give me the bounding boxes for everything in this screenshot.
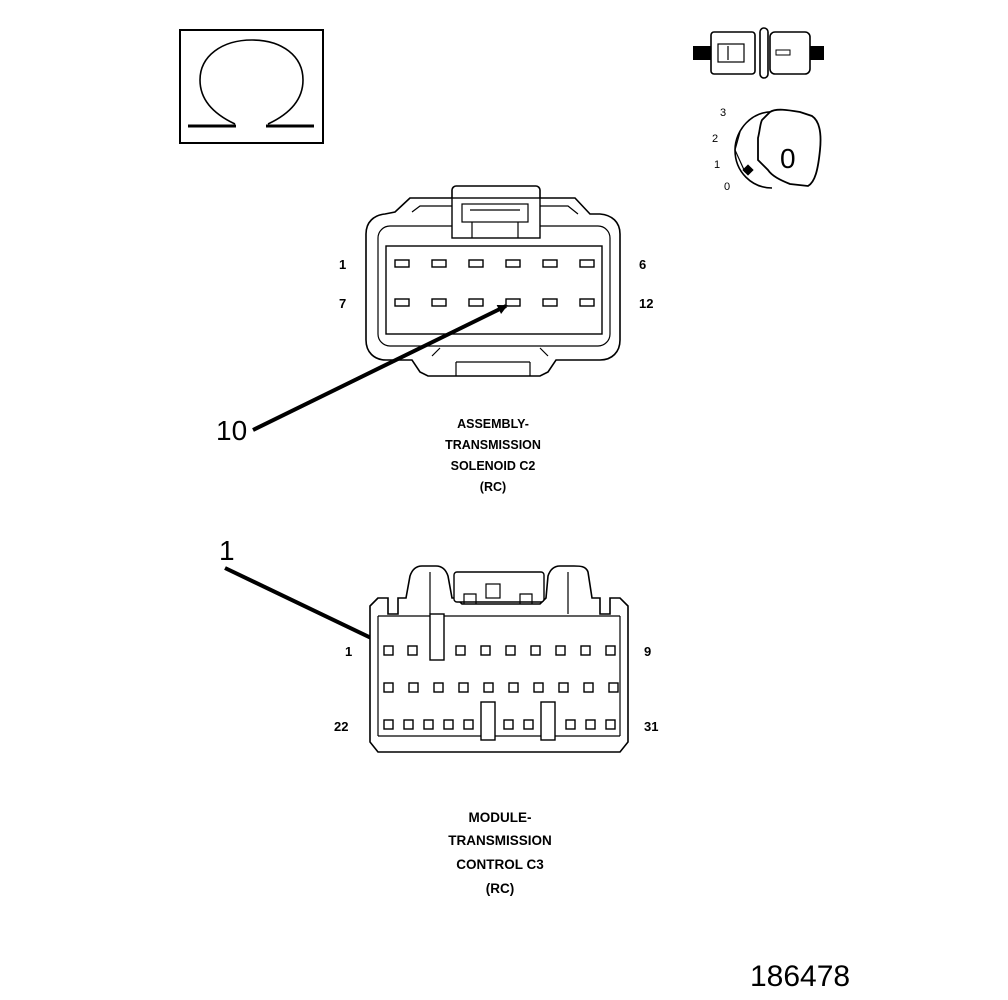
c3-caption-line-2: TRANSMISSION <box>448 833 552 848</box>
figure-id: 186478 <box>750 960 850 993</box>
c2-cavity <box>579 259 595 268</box>
c3-cavity <box>383 682 394 693</box>
c3-cavity <box>505 645 516 656</box>
callout-10-arrow <box>252 304 508 432</box>
callout-1-arrow <box>224 566 394 650</box>
c3-cavity <box>605 719 616 730</box>
c3-cavity <box>608 682 619 693</box>
c3-cavity <box>463 719 474 730</box>
c3-caption-line-3: CONTROL C3 <box>456 857 544 872</box>
c3-cavity <box>558 682 569 693</box>
c2-caption-line-2: TRANSMISSION <box>445 438 541 452</box>
c3-pin-label-22: 22 <box>334 719 348 734</box>
c2-cavity <box>542 259 558 268</box>
c3-cavity <box>455 645 466 656</box>
c2-caption-line-4: (RC) <box>480 480 506 494</box>
c3-pin-label-9: 9 <box>644 644 651 659</box>
c3-cavity <box>523 719 534 730</box>
c2-cavity-grid <box>394 259 595 307</box>
c2-cavity <box>505 298 521 307</box>
c3-caption: MODULE- TRANSMISSION CONTROL C3 (RC) <box>448 810 552 896</box>
c2-cavity <box>394 259 410 268</box>
ignition-switch-off-icon: 0 3 2 1 0 <box>712 107 822 193</box>
connector-c2: 1 6 7 12 <box>339 185 653 377</box>
c3-cavity <box>503 719 514 730</box>
c3-caption-line-1: MODULE- <box>469 810 532 825</box>
switch-position-1: 1 <box>714 159 720 171</box>
c3-cavity <box>408 682 419 693</box>
switch-position-2: 2 <box>712 133 718 145</box>
c2-cavity <box>431 298 447 307</box>
c3-pin-label-1: 1 <box>345 644 352 659</box>
c3-cavity <box>583 682 594 693</box>
c2-caption-line-1: ASSEMBLY- <box>457 417 529 431</box>
c2-cavity <box>394 298 410 307</box>
c2-cavity <box>468 298 484 307</box>
callout-1: 1 <box>219 535 235 566</box>
c3-cavity <box>483 682 494 693</box>
c3-cavity <box>480 645 491 656</box>
c2-caption-line-3: SOLENOID C2 <box>451 459 536 473</box>
c3-cavity <box>443 719 454 730</box>
c2-pin-label-6: 6 <box>639 257 646 272</box>
c3-cavity <box>433 682 444 693</box>
c3-cavity <box>407 645 418 656</box>
ohm-symbol-icon <box>179 29 324 144</box>
switch-position-0: 0 <box>724 181 730 193</box>
c3-cavity <box>458 682 469 693</box>
c2-cavity <box>542 298 558 307</box>
c2-cavity <box>431 259 447 268</box>
c2-cavity <box>468 259 484 268</box>
c3-caption-line-4: (RC) <box>486 881 515 896</box>
c2-pin-label-12: 12 <box>639 296 653 311</box>
c3-cavity <box>423 719 434 730</box>
c3-cavity <box>533 682 544 693</box>
callout-10: 10 <box>216 415 247 446</box>
c3-cavity <box>383 645 394 656</box>
c3-cavity <box>580 645 591 656</box>
key-position-label: 0 <box>780 143 796 174</box>
c2-cavity <box>505 259 521 268</box>
connector-c3: 1 9 22 31 <box>334 565 658 753</box>
disconnected-connector-icon <box>693 27 824 79</box>
c3-cavity-grid <box>383 645 619 730</box>
switch-position-3: 3 <box>720 107 726 119</box>
c3-cavity <box>555 645 566 656</box>
c2-pin-label-7: 7 <box>339 296 346 311</box>
c3-cavity <box>530 645 541 656</box>
c2-caption: ASSEMBLY- TRANSMISSION SOLENOID C2 (RC) <box>445 417 541 494</box>
c2-cavity <box>579 298 595 307</box>
c3-pin-label-31: 31 <box>644 719 658 734</box>
c3-cavity <box>508 682 519 693</box>
c2-pin-label-1: 1 <box>339 257 346 272</box>
c3-cavity <box>565 719 576 730</box>
c3-cavity <box>605 645 616 656</box>
c3-cavity <box>383 719 394 730</box>
c3-cavity <box>585 719 596 730</box>
c3-cavity <box>403 719 414 730</box>
